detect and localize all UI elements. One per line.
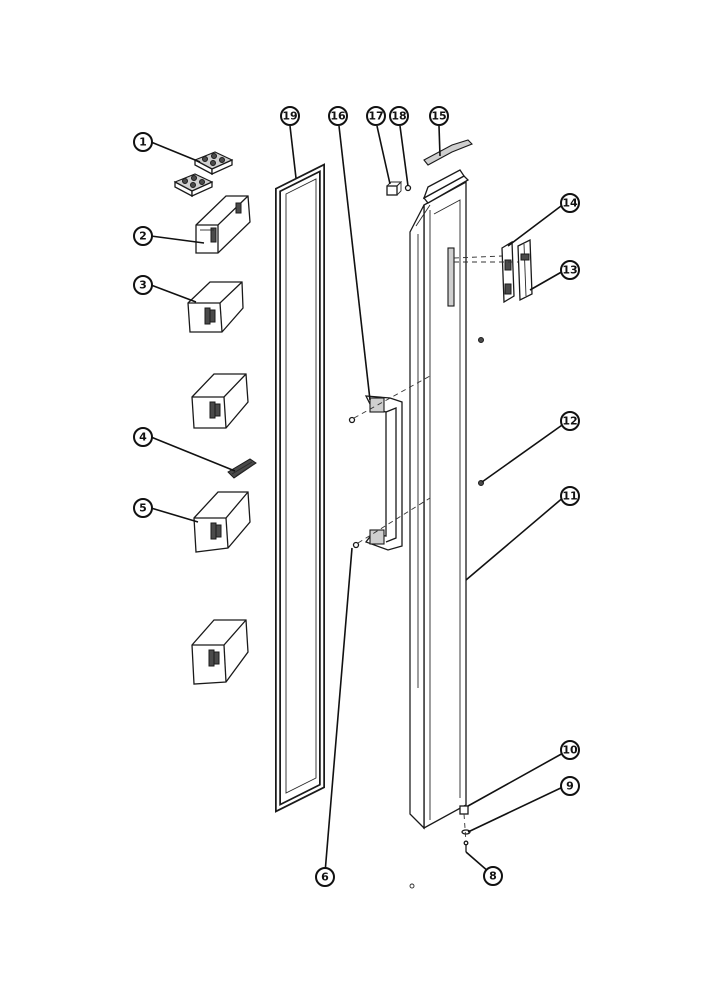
callout-1: 1 (133, 132, 153, 152)
callout-2: 2 (133, 226, 153, 246)
small-screw-part (404, 184, 412, 192)
small-flap-part (227, 458, 257, 479)
callout-13-label: 13 (562, 264, 577, 277)
callout-10: 10 (560, 740, 580, 760)
callout-8-label: 8 (489, 870, 497, 883)
callout-12-label: 12 (562, 415, 577, 428)
callout-19: 19 (280, 106, 300, 126)
door-panel-part (409, 169, 470, 830)
callout-6: 6 (315, 867, 335, 887)
door-bin-lower-part (193, 491, 251, 553)
bottom-hinge-parts (459, 805, 471, 852)
callout-4: 4 (133, 427, 153, 447)
small-block-part (386, 180, 403, 196)
callout-5-label: 5 (139, 502, 147, 515)
callout-8: 8 (483, 866, 503, 886)
callout-3: 3 (133, 275, 153, 295)
leader-lines (150, 125, 566, 874)
hinge-plate-part (517, 238, 533, 302)
callout-1-label: 1 (139, 136, 147, 149)
callout-11-label: 11 (562, 490, 577, 503)
callout-15: 15 (429, 106, 449, 126)
hinge-bracket-part (501, 240, 515, 304)
door-bin-upper-part (187, 281, 244, 333)
callout-17-label: 17 (368, 110, 383, 123)
callout-18-label: 18 (391, 110, 406, 123)
callout-9-label: 9 (566, 780, 574, 793)
egg-tray-part (173, 151, 234, 198)
door-handle-part (364, 395, 403, 551)
callout-10-label: 10 (562, 744, 578, 757)
callout-12: 12 (560, 411, 580, 431)
floor-screw-part (409, 883, 415, 889)
callout-14-label: 14 (562, 197, 578, 210)
callout-13: 13 (560, 260, 580, 280)
callout-5: 5 (133, 498, 153, 518)
callout-15-label: 15 (431, 110, 446, 123)
callout-16: 16 (328, 106, 348, 126)
door-bin-middle-part (191, 373, 249, 429)
door-bin-bottom-part (191, 619, 249, 685)
callout-17: 17 (366, 106, 386, 126)
callout-18: 18 (389, 106, 409, 126)
top-hinge-cover-part (423, 139, 473, 166)
callout-3-label: 3 (139, 279, 147, 292)
callout-19-label: 19 (282, 110, 297, 123)
callout-9: 9 (560, 776, 580, 796)
callout-2-label: 2 (139, 230, 147, 243)
callout-14: 14 (560, 193, 580, 213)
callout-11: 11 (560, 486, 580, 506)
door-gasket-part (275, 163, 325, 813)
handle-screw-part (348, 416, 360, 549)
door-screw-part (478, 337, 484, 486)
small-door-bin-part (195, 195, 251, 254)
callout-6-label: 6 (321, 871, 329, 884)
callout-4-label: 4 (139, 431, 147, 444)
callout-16-label: 16 (330, 110, 346, 123)
